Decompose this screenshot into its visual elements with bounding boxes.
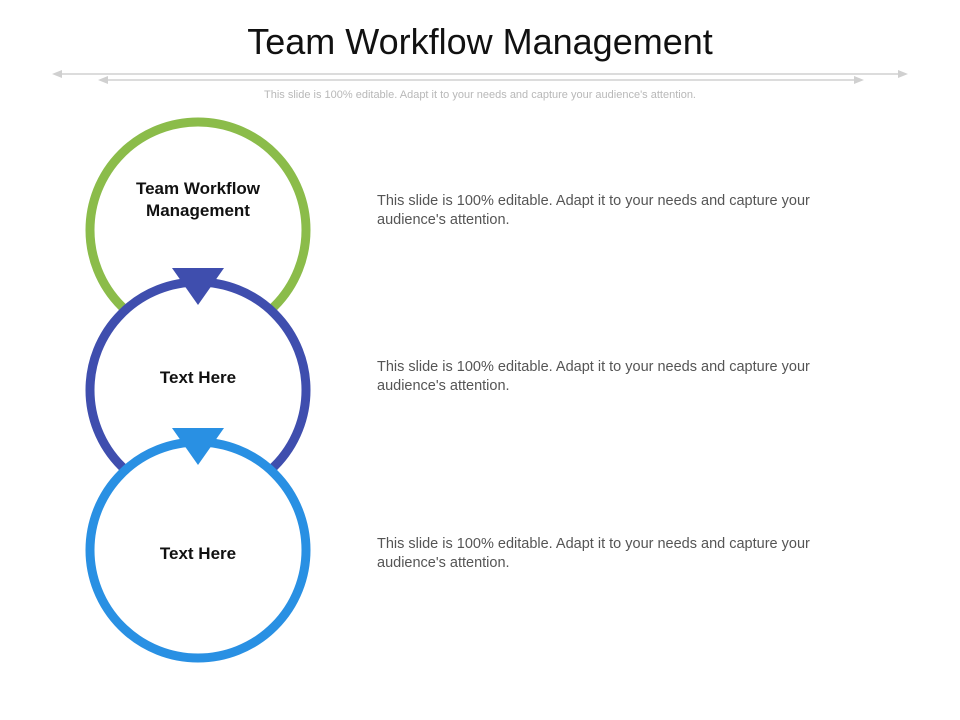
title-divider: [52, 70, 908, 84]
arrow-1-icon: [172, 268, 224, 305]
step-2-label: Text Here: [159, 368, 237, 387]
step-3-label: Text Here: [159, 544, 237, 563]
arrow-2-icon: [172, 428, 224, 465]
ring-2-fill: [94, 286, 302, 494]
divider-line-inner: [98, 76, 864, 84]
ring-3-fill: [94, 446, 302, 654]
slide-subtitle: This slide is 100% editable. Adapt it to…: [264, 89, 696, 101]
slide-title: Team Workflow Management: [247, 21, 713, 62]
step-2-description: This slide is 100% editable. Adapt it to…: [377, 359, 810, 394]
divider-line-outer: [52, 70, 908, 78]
step-1-label: Team Workflow Management: [135, 179, 261, 220]
step-1-description: This slide is 100% editable. Adapt it to…: [377, 193, 810, 228]
step-3-description: This slide is 100% editable. Adapt it to…: [377, 536, 810, 571]
